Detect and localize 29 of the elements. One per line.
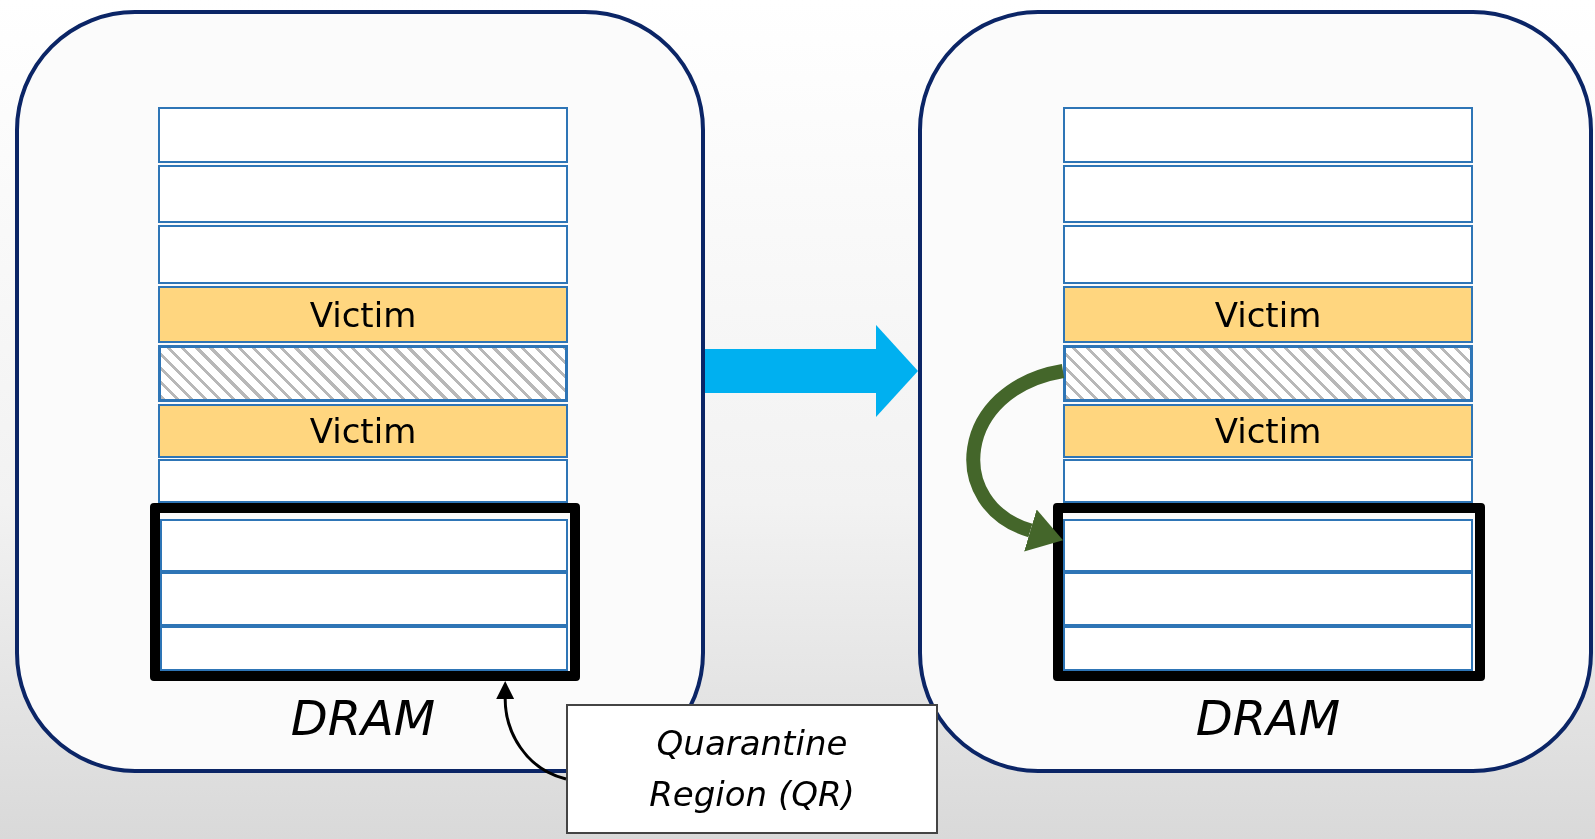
region-outline [1053, 503, 1485, 681]
hatched-row [1063, 345, 1473, 402]
victim-row: Victim [158, 404, 568, 458]
victim-row: Victim [1063, 286, 1473, 343]
memory-row [1063, 572, 1473, 626]
memory-row [1063, 519, 1473, 572]
dram-panel [918, 10, 1593, 773]
arrow [705, 324, 918, 417]
arrow [966, 364, 1065, 551]
memory-row [1063, 165, 1473, 223]
panel-label: DRAM [290, 690, 436, 746]
panel-label: DRAM [1195, 690, 1341, 746]
memory-row [1063, 626, 1473, 671]
memory-row [158, 459, 568, 503]
region-outline [150, 503, 580, 681]
memory-row [160, 626, 568, 671]
memory-row [160, 519, 568, 572]
memory-row [1063, 225, 1473, 284]
memory-row [1063, 459, 1473, 503]
memory-row [158, 107, 568, 163]
callout-box: Quarantine Region (QR) [566, 704, 938, 834]
victim-row: Victim [158, 286, 568, 343]
arrow [496, 681, 567, 781]
memory-row [1063, 107, 1473, 163]
hatched-row [158, 345, 568, 402]
victim-row: Victim [1063, 404, 1473, 458]
memory-row [158, 165, 568, 223]
memory-row [160, 572, 568, 626]
memory-row [158, 225, 568, 284]
